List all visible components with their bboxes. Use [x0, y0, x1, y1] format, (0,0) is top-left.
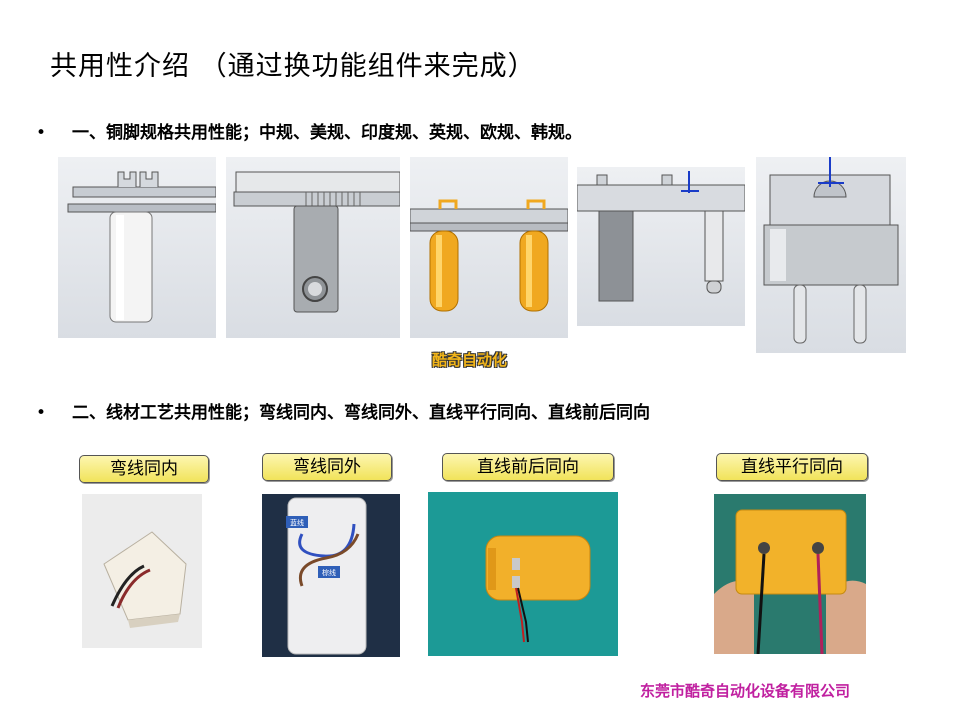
- label-blue-wire: 蓝线: [290, 518, 304, 527]
- bullet-dot: •: [36, 123, 47, 143]
- cad-image-1: [58, 157, 216, 338]
- tag-straight-front-back: 直线前后同向: [442, 453, 614, 481]
- bullet-wire-process: • 二、线材工艺共用性能；弯线同内、弯线同外、直线平行同向、直线前后同向: [36, 398, 650, 423]
- photo-straight-parallel: [714, 494, 866, 654]
- company-footer: 东莞市酷奇自动化设备有限公司: [640, 682, 851, 700]
- tag-straight-parallel: 直线平行同向: [716, 453, 868, 481]
- photo-straight-front-back: [428, 492, 618, 656]
- cad-image-3: [410, 157, 568, 338]
- bullet-dot: •: [36, 403, 47, 423]
- cad-image-2: [226, 157, 400, 338]
- tag-bend-outer: 弯线同外: [262, 453, 392, 481]
- slide-title: 共用性介绍 （通过换功能组件来完成）: [50, 51, 536, 82]
- cad-image-4: [577, 167, 745, 326]
- tag-bend-inner: 弯线同内: [79, 455, 209, 483]
- watermark-logo: 酷奇自动化: [432, 351, 508, 369]
- label-brown-wire: 棕线: [322, 568, 336, 577]
- photo-bend-outer: 蓝线 棕线: [262, 494, 400, 657]
- photo-bend-inner: [82, 494, 202, 648]
- bullet-pin-specs: • 一、铜脚规格共用性能；中规、美规、印度规、英规、欧规、韩规。: [36, 118, 582, 143]
- bullet-text: 二、线材工艺共用性能；弯线同内、弯线同外、直线平行同向、直线前后同向: [72, 403, 650, 423]
- bullet-text: 一、铜脚规格共用性能；中规、美规、印度规、英规、欧规、韩规。: [72, 123, 582, 143]
- cad-image-5: [756, 157, 906, 353]
